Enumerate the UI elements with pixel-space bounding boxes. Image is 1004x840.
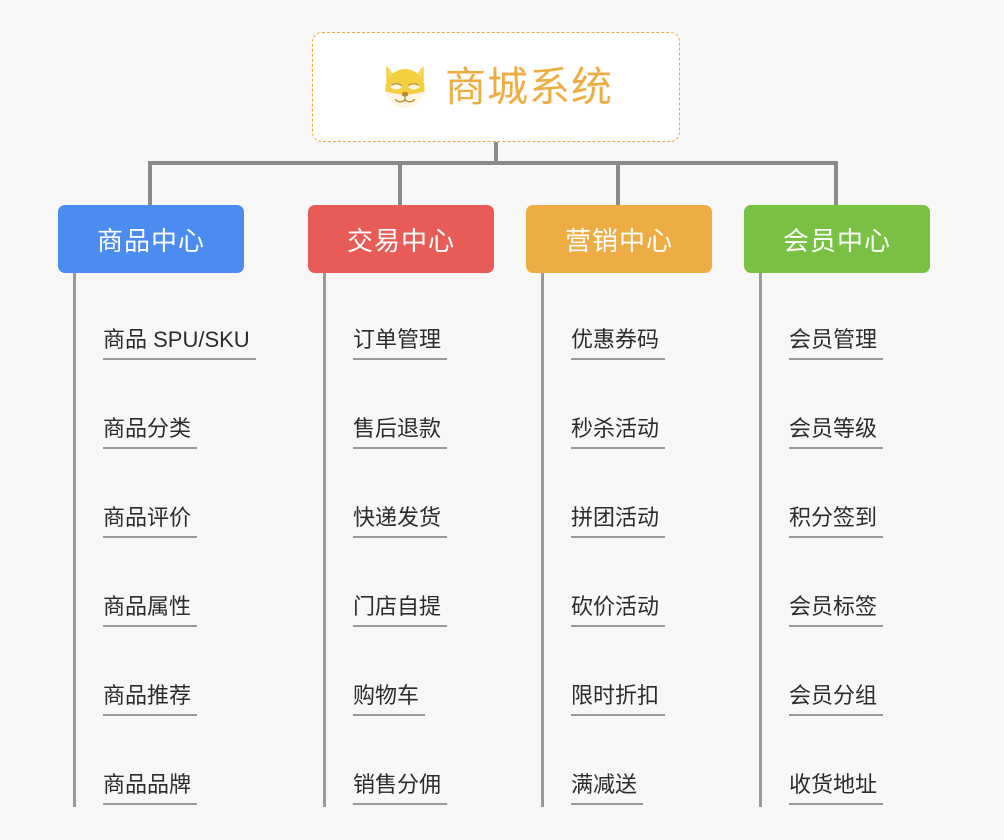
branch-trade-center: 交易中心 订单管理 售后退款 快递发货 门店自提 购物车 销售分佣	[308, 205, 494, 807]
branch-header-label: 营销中心	[564, 225, 673, 256]
list-item[interactable]: 商品推荐	[91, 629, 244, 718]
list-item[interactable]: 限时折扣	[559, 629, 712, 718]
leaf-label: 会员等级	[789, 416, 884, 449]
leaf-label: 门店自提	[353, 594, 448, 627]
leaf-label: 会员分组	[789, 683, 884, 716]
shiba-dog-face-icon	[385, 65, 425, 109]
leaf-list-member-center: 会员管理 会员等级 积分签到 会员标签 会员分组 收货地址	[759, 273, 930, 807]
leaf-list-trade-center: 订单管理 售后退款 快递发货 门店自提 购物车 销售分佣	[323, 273, 494, 807]
list-item[interactable]: 购物车	[341, 629, 494, 718]
leaf-label: 满减送	[571, 772, 644, 805]
list-item[interactable]: 秒杀活动	[559, 362, 712, 451]
branch-header-trade-center[interactable]: 交易中心	[308, 205, 494, 273]
list-item[interactable]: 快递发货	[341, 451, 494, 540]
root-title: 商城系统	[445, 63, 613, 110]
leaf-label: 商品 SPU/SKU	[103, 327, 256, 360]
branch-header-member-center[interactable]: 会员中心	[744, 205, 930, 273]
leaf-list-marketing-center: 优惠券码 秒杀活动 拼团活动 砍价活动 限时折扣 满减送	[541, 273, 712, 807]
branch-member-center: 会员中心 会员管理 会员等级 积分签到 会员标签 会员分组 收货地址	[744, 205, 930, 807]
list-item[interactable]: 收货地址	[777, 718, 930, 807]
list-item[interactable]: 商品 SPU/SKU	[91, 273, 256, 362]
leaf-label: 收货地址	[789, 772, 884, 805]
list-item[interactable]: 满减送	[559, 718, 712, 807]
leaf-label: 砍价活动	[571, 594, 666, 627]
branch-product-center: 商品中心 商品 SPU/SKU 商品分类 商品评价 商品属性 商品推荐 商品品牌	[58, 205, 256, 807]
leaf-label: 商品品牌	[103, 772, 198, 805]
list-item[interactable]: 商品评价	[91, 451, 244, 540]
list-item[interactable]: 商品分类	[91, 362, 244, 451]
connector-stem	[494, 142, 498, 164]
leaf-label: 会员标签	[789, 594, 884, 627]
branch-header-label: 会员中心	[782, 225, 891, 256]
list-item[interactable]: 会员分组	[777, 629, 930, 718]
list-item[interactable]: 砍价活动	[559, 540, 712, 629]
leaf-label: 限时折扣	[571, 683, 666, 716]
connector-bus	[148, 161, 838, 165]
leaf-label: 秒杀活动	[571, 416, 666, 449]
list-item[interactable]: 拼团活动	[559, 451, 712, 540]
list-item[interactable]: 销售分佣	[341, 718, 494, 807]
list-item[interactable]: 售后退款	[341, 362, 494, 451]
leaf-label: 销售分佣	[353, 772, 448, 805]
branch-header-marketing-center[interactable]: 营销中心	[526, 205, 712, 273]
leaf-label: 购物车	[353, 683, 426, 716]
branch-marketing-center: 营销中心 优惠券码 秒杀活动 拼团活动 砍价活动 限时折扣 满减送	[526, 205, 712, 807]
leaf-label: 商品分类	[103, 416, 198, 449]
leaf-label: 商品推荐	[103, 683, 198, 716]
connector-drop-4	[834, 161, 838, 205]
list-item[interactable]: 优惠券码	[559, 273, 712, 362]
leaf-label: 商品属性	[103, 594, 198, 627]
leaf-label: 商品评价	[103, 505, 198, 538]
leaf-label: 会员管理	[789, 327, 884, 360]
connector-drop-1	[148, 161, 152, 205]
leaf-label: 拼团活动	[571, 505, 666, 538]
list-item[interactable]: 会员等级	[777, 362, 930, 451]
leaf-label: 售后退款	[353, 416, 448, 449]
list-item[interactable]: 订单管理	[341, 273, 494, 362]
list-item[interactable]: 会员标签	[777, 540, 930, 629]
connector-drop-2	[398, 161, 402, 205]
branch-header-label: 交易中心	[346, 225, 455, 256]
leaf-label: 积分签到	[789, 505, 884, 538]
list-item[interactable]: 商品品牌	[91, 718, 244, 807]
list-item[interactable]: 积分签到	[777, 451, 930, 540]
root-node[interactable]: 商城系统	[312, 32, 680, 142]
list-item[interactable]: 会员管理	[777, 273, 930, 362]
branch-header-label: 商品中心	[96, 225, 205, 256]
leaf-list-product-center: 商品 SPU/SKU 商品分类 商品评价 商品属性 商品推荐 商品品牌	[73, 273, 256, 807]
list-item[interactable]: 门店自提	[341, 540, 494, 629]
leaf-label: 优惠券码	[571, 327, 666, 360]
list-item[interactable]: 商品属性	[91, 540, 244, 629]
branch-header-product-center[interactable]: 商品中心	[58, 205, 244, 273]
leaf-label: 快递发货	[353, 505, 448, 538]
connector-drop-3	[616, 161, 620, 205]
leaf-label: 订单管理	[353, 327, 448, 360]
